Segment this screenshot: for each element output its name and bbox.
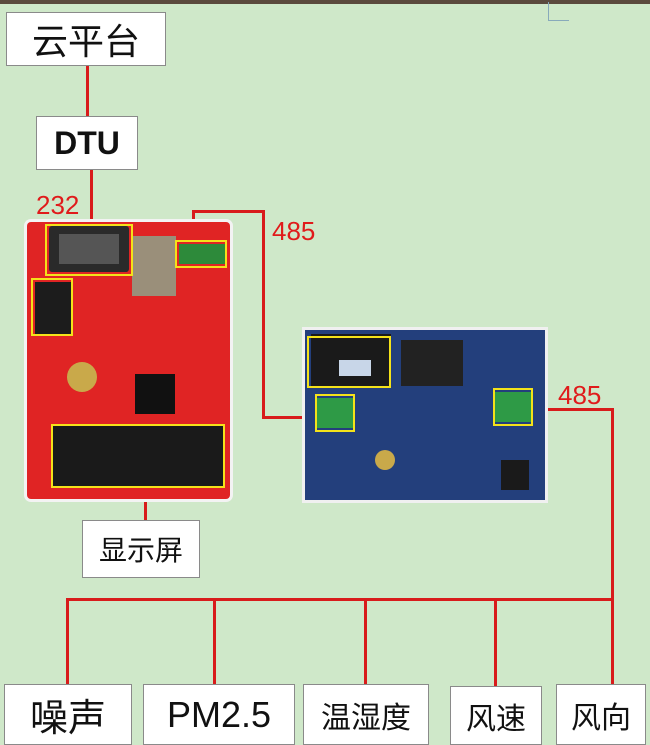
- wire-485-top-h: [192, 210, 264, 213]
- label-485-right: 485: [558, 380, 602, 410]
- wire-drop-temp: [364, 598, 367, 686]
- wire-485-top-h2: [262, 416, 320, 419]
- highlight-display-ports: [51, 424, 225, 488]
- display-label: 显示屏: [98, 534, 183, 567]
- display-box: 显示屏: [82, 520, 200, 578]
- sensor-pm25-box: PM2.5: [143, 684, 295, 745]
- sensor-windspeed-label: 风速: [466, 701, 526, 737]
- wire-drop-windspeed: [494, 598, 497, 686]
- dtu-label: DTU: [54, 124, 120, 161]
- highlight-485-out: [493, 388, 533, 426]
- top-border: [0, 0, 650, 4]
- highlight-db9-port: [307, 336, 391, 388]
- highlight-485-in: [315, 394, 355, 432]
- sensor-noise-box: 噪声: [4, 684, 132, 745]
- wire-dtu-board: [90, 170, 93, 226]
- wire-drop-noise: [66, 598, 69, 686]
- sensor-noise-label: 噪声: [29, 696, 106, 740]
- label-485-top: 485: [272, 216, 316, 246]
- wire-sensor-bus: [66, 598, 614, 601]
- sensor-winddir-label: 风向: [571, 700, 631, 736]
- sensor-temp-box: 温湿度: [303, 684, 429, 745]
- page-corner-mark: [548, 2, 569, 21]
- led-controller-board: [27, 222, 230, 499]
- highlight-232-port: [45, 224, 133, 276]
- sensor-winddir-box: 风向: [556, 684, 646, 745]
- sensor-temp-label: 温湿度: [321, 700, 411, 736]
- dtu-box: DTU: [36, 116, 138, 170]
- label-232: 232: [36, 190, 80, 220]
- highlight-power-terminal: [31, 278, 73, 336]
- wire-485-right-h: [528, 408, 614, 411]
- sensor-pm25-label: PM2.5: [166, 693, 272, 735]
- sensor-interface-board: [305, 330, 545, 500]
- cloud-platform-box: 云平台: [6, 12, 166, 66]
- highlight-485-terminal: [175, 240, 227, 268]
- wire-drop-pm25: [213, 598, 216, 686]
- wire-485-top-v2: [262, 210, 265, 418]
- wire-485-right-v: [611, 408, 614, 688]
- cloud-platform-label: 云平台: [31, 22, 140, 63]
- sensor-windspeed-box: 风速: [450, 686, 542, 745]
- wire-display-down: [144, 498, 147, 522]
- wire-cloud-dtu: [86, 66, 89, 116]
